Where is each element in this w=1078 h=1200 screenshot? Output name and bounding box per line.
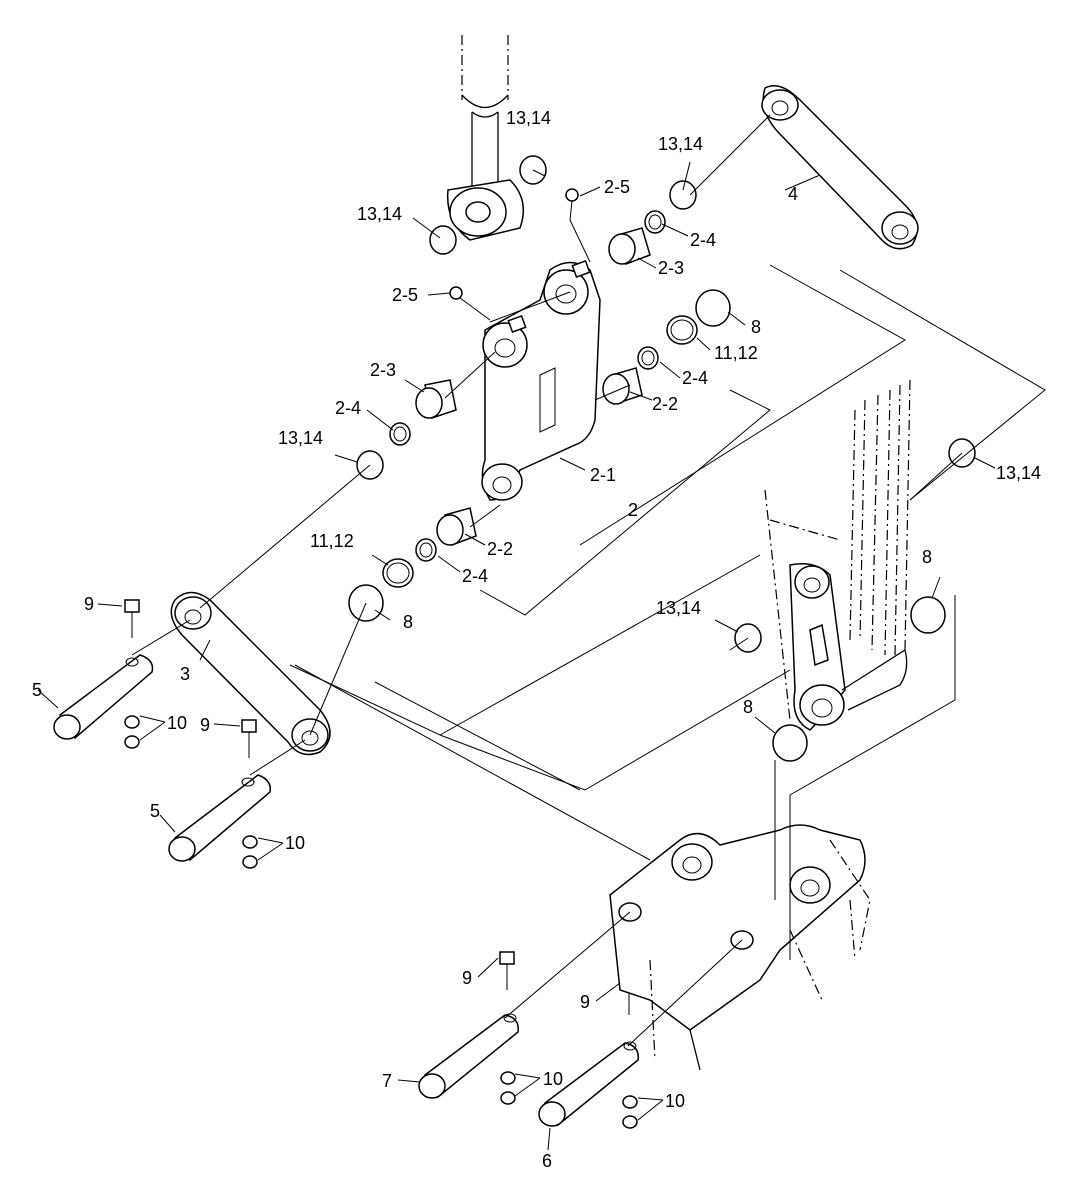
label-8: 8 xyxy=(403,612,413,632)
label-8: 8 xyxy=(743,697,753,717)
label-3: 3 xyxy=(180,664,190,684)
label-2-3: 2-3 xyxy=(370,360,396,380)
assembly-lines xyxy=(131,114,1046,1047)
leader-lines xyxy=(37,161,996,1151)
label-13-14: 13,14 xyxy=(357,204,402,224)
label-9: 9 xyxy=(580,992,590,1012)
label-10: 10 xyxy=(285,833,305,853)
label-13-14: 13,14 xyxy=(506,108,551,128)
bucket xyxy=(764,379,911,731)
label-10: 10 xyxy=(665,1091,685,1111)
label-11-12: 11,12 xyxy=(714,343,758,363)
bolts-9 xyxy=(124,599,637,1015)
pin-7 xyxy=(418,1013,519,1099)
bushing-2-3-lower xyxy=(415,379,457,419)
nuts-10 xyxy=(124,715,638,1129)
grease-fittings xyxy=(449,188,591,321)
label-9: 9 xyxy=(462,968,472,988)
label-13-14: 13,14 xyxy=(656,598,701,618)
label-4: 4 xyxy=(788,184,798,204)
shim-rings xyxy=(382,210,698,588)
bushing-2-2-upper xyxy=(602,367,643,405)
bushing-2-3-upper xyxy=(608,227,651,265)
cylinder-rod xyxy=(446,35,525,241)
arm xyxy=(609,824,871,1071)
label-13-14: 13,14 xyxy=(658,134,703,154)
pin-6 xyxy=(538,1041,639,1127)
label-2-4: 2-4 xyxy=(690,230,716,250)
label-2-4: 2-4 xyxy=(335,398,361,418)
label-2-2: 2-2 xyxy=(652,394,678,414)
label-8: 8 xyxy=(751,317,761,337)
label-2-4: 2-4 xyxy=(682,368,708,388)
label-2-3: 2-3 xyxy=(658,258,684,278)
pin-5-lower xyxy=(168,774,271,862)
label-5: 5 xyxy=(32,680,42,700)
label-11-12: 11,12 xyxy=(310,531,354,551)
label-7: 7 xyxy=(382,1071,392,1091)
label-2-5: 2-5 xyxy=(604,177,630,197)
label-5: 5 xyxy=(150,801,160,821)
link-2-1 xyxy=(481,260,601,501)
label-8: 8 xyxy=(922,547,932,567)
label-2-4: 2-4 xyxy=(462,566,488,586)
pin-5-upper xyxy=(53,654,154,740)
shims-13-14 xyxy=(356,155,976,653)
label-10: 10 xyxy=(543,1069,563,1089)
label-10: 10 xyxy=(167,713,187,733)
link-3 xyxy=(170,591,331,756)
plates-8 xyxy=(348,289,946,762)
label-2-2: 2-2 xyxy=(487,539,513,559)
label-9: 9 xyxy=(84,594,94,614)
label-9: 9 xyxy=(200,715,210,735)
link-4 xyxy=(761,85,919,250)
callout-labels: 13,14 13,14 13,14 13,14 13,14 13,14 2-5 … xyxy=(32,108,1041,1171)
label-13-14: 13,14 xyxy=(278,428,323,448)
label-6: 6 xyxy=(542,1151,552,1171)
label-2-1: 2-1 xyxy=(590,465,616,485)
label-2: 2 xyxy=(628,500,638,520)
label-2-5: 2-5 xyxy=(392,285,418,305)
label-13-14: 13,14 xyxy=(996,463,1041,483)
